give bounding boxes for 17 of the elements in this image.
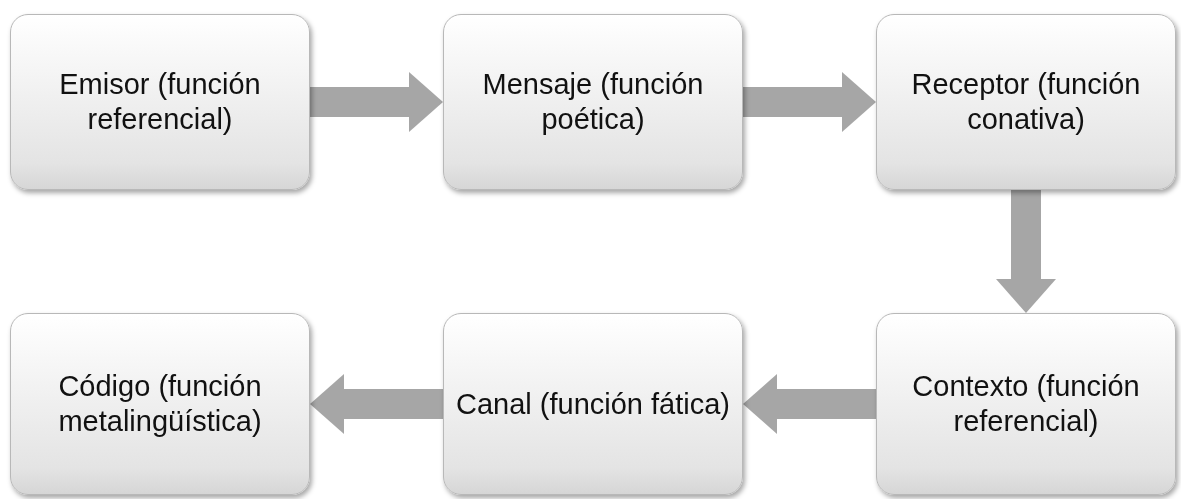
process-box [10, 313, 310, 495]
process-box [443, 313, 743, 495]
box-label: Canal (función fática) [455, 386, 731, 422]
box-label: Código (función metalingüística) [57, 369, 263, 439]
block-arrow [996, 190, 1056, 313]
process-box [10, 14, 310, 190]
process-box [876, 14, 1176, 190]
box-label: Receptor (función conativa) [910, 67, 1142, 137]
process-box [443, 14, 743, 190]
block-arrow [743, 72, 876, 132]
box-label: Mensaje (función poética) [481, 67, 705, 137]
block-arrow [310, 72, 443, 132]
process-box [876, 313, 1176, 495]
box-label: Emisor (función referencial) [58, 67, 262, 137]
box-label: Contexto (función referencial) [911, 369, 1141, 439]
block-arrow [310, 374, 443, 434]
block-arrow [743, 374, 876, 434]
